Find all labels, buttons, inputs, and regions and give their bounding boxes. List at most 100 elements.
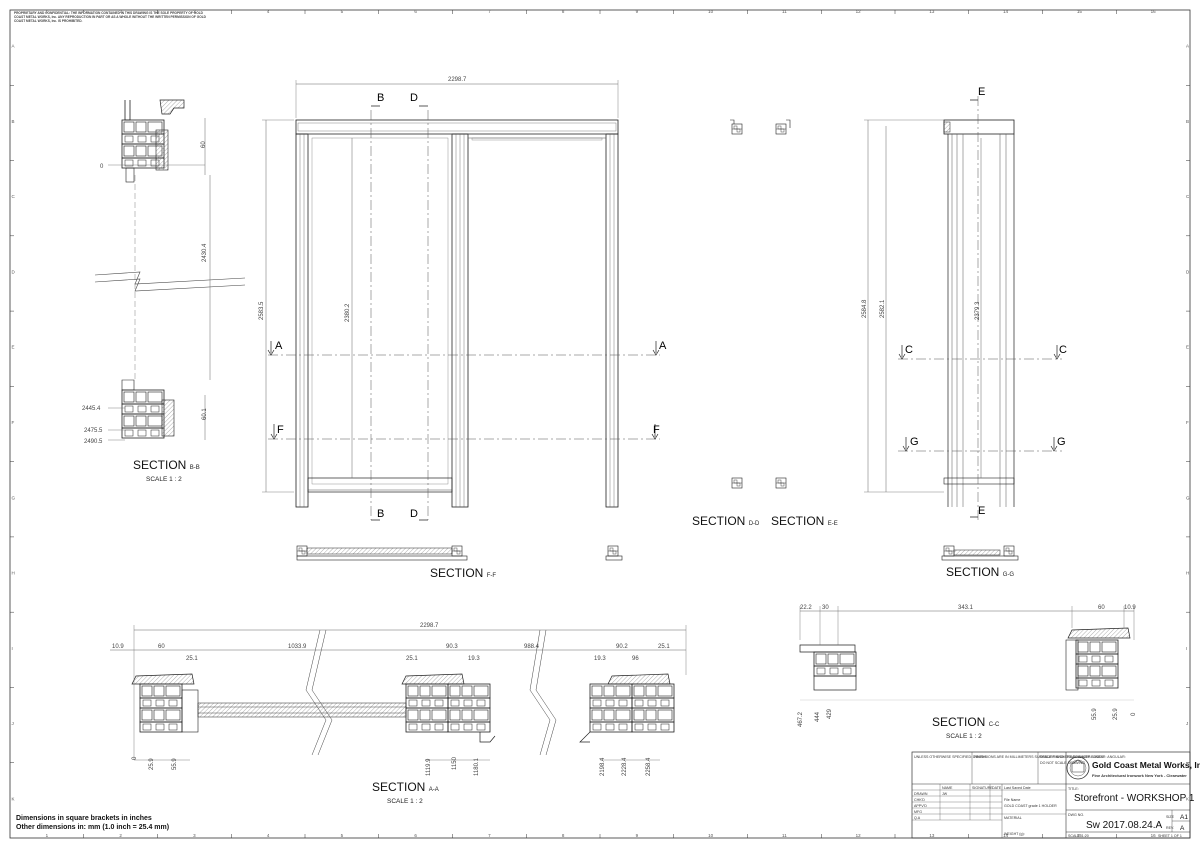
- dim-cc-60: 60: [1098, 605, 1105, 611]
- marker-g-left: G: [910, 436, 919, 448]
- tb-date-label: DATE: [992, 786, 1002, 790]
- tb-drawn-label: DRAWN: [914, 792, 928, 796]
- grid-row-label: G: [12, 495, 16, 500]
- grid-column-label: 4: [267, 833, 270, 838]
- grid-column-label: 16: [1151, 9, 1157, 14]
- grid-column-label: 2: [119, 9, 122, 14]
- tb-unless: UNLESS OTHERWISE SPECIFIED: DIMENSIONS A…: [914, 755, 1126, 759]
- tb-size-value: A1: [1180, 814, 1188, 821]
- section-ff-drawing: [296, 545, 623, 561]
- grid-column-label: 2: [119, 833, 122, 838]
- tb-material-label: MATERIAL: [1004, 816, 1022, 820]
- marker-g-right: G: [1057, 436, 1066, 448]
- dim-cc-429: 429: [827, 708, 833, 719]
- grid-column-label: 11: [782, 9, 787, 14]
- tb-appvd-label: APPV'D: [914, 804, 927, 808]
- grid-row-label: K: [1186, 796, 1189, 801]
- grid-column-label: 13: [929, 9, 935, 14]
- dim-cc-0: 0: [1131, 712, 1137, 716]
- section-cc-scale: SCALE 1 : 2: [946, 733, 982, 740]
- grid-column-label: 7: [488, 833, 491, 838]
- dim-elev-width: 2298.7: [448, 77, 467, 83]
- dim-aa-109: 10.9: [112, 644, 124, 650]
- dim-aa-b1150: 1150: [452, 756, 458, 770]
- dim-aa-988: 988.4: [524, 644, 540, 650]
- section-bb-drawing: [94, 99, 246, 441]
- drawing-title: Storefront - WORKSHOP 1: [1074, 793, 1195, 804]
- grid-row-label: A: [1186, 44, 1189, 49]
- dim-cc-444: 444: [815, 711, 821, 722]
- section-cc-drawing: [799, 606, 1135, 701]
- dim-side-h2: 2582.1: [880, 299, 886, 318]
- company-name: Gold Coast Metal Works, Inc.: [1092, 760, 1200, 770]
- tb-deburr: DEBURR AND BREAK SHARP EDGES: [1040, 755, 1104, 759]
- grid-column-label: 12: [856, 9, 862, 14]
- dim-aa-b1180: 1180.1: [474, 757, 480, 776]
- section-bb-title: SECTION B-B: [133, 458, 200, 472]
- dim-aa-193b: 19.3: [594, 656, 606, 662]
- grid-row-label: D: [12, 269, 16, 274]
- dim-aa-193: 19.3: [468, 656, 480, 662]
- grid-column-label: 9: [636, 9, 639, 14]
- grid-row-label: I: [1186, 646, 1187, 651]
- section-gg-drawing: [941, 545, 1019, 561]
- front-elevation: [262, 80, 660, 521]
- dim-aa-60: 60: [158, 644, 165, 650]
- dim-elev-inner: 2380.2: [345, 303, 351, 322]
- tb-qa-label: Q.A: [914, 816, 921, 820]
- grid-row-label: D: [1186, 269, 1190, 274]
- tb-scale-label: SCALE: 1:20: [1068, 834, 1089, 838]
- grid-column-label: 5: [341, 833, 344, 838]
- dim-aa-b2258: 2258.4: [646, 757, 652, 776]
- grid-column-label: 5: [341, 9, 344, 14]
- dim-cc-109: 10.9: [1124, 605, 1136, 611]
- section-aa-drawing: [110, 625, 687, 761]
- tb-finish: FINISH:: [974, 755, 987, 759]
- tb-title-label: TITLE:: [1068, 787, 1079, 791]
- grid-row-label: F: [1186, 420, 1189, 425]
- units-note-line2: Other dimensions in: mm (1.0 inch = 25.4…: [16, 823, 170, 831]
- dim-elev-height: 2583.5: [259, 301, 265, 320]
- tb-drawn-by: JW: [942, 792, 948, 796]
- section-cc-title: SECTION C-C: [932, 715, 1000, 729]
- dim-aa-1033: 1033.9: [288, 644, 307, 650]
- dim-aa-b1119: 1119.9: [426, 758, 432, 776]
- grid-column-label: 12: [856, 833, 862, 838]
- dim-aa-902: 90.2: [616, 644, 628, 650]
- grid-column-label: 1: [46, 833, 49, 838]
- dim-bb-zero: 0: [100, 164, 104, 170]
- dim-aa-251c: 25.1: [658, 644, 670, 650]
- grid-column-label: 15: [1077, 9, 1083, 14]
- section-bb-scale: SCALE 1 : 2: [146, 476, 182, 483]
- grid-column-label: 14: [1003, 833, 1009, 838]
- grid-row-label: K: [12, 796, 15, 801]
- grid-row-label: J: [12, 721, 14, 726]
- marker-d-bottom: D: [410, 508, 418, 520]
- dim-cc-343: 343.1: [958, 605, 974, 611]
- grid-column-label: 7: [488, 9, 491, 14]
- marker-e-top: E: [978, 86, 985, 98]
- units-note: Dimensions in square brackets in inches …: [16, 815, 169, 832]
- section-dd-ee-drawing: [730, 119, 791, 489]
- grid-row-label: B: [12, 119, 15, 124]
- grid-row-label: H: [12, 571, 15, 576]
- grid-column-label: 14: [1003, 9, 1009, 14]
- grid-column-label: 8: [562, 9, 565, 14]
- grid-column-label: 16: [1151, 833, 1157, 838]
- section-ee-title: SECTION E-E: [771, 514, 838, 528]
- marker-b-top: B: [377, 92, 384, 104]
- dim-bb-2475: 2475.5: [84, 428, 103, 434]
- dim-aa-96: 96: [632, 656, 639, 662]
- dim-cc-30: 30: [822, 605, 829, 611]
- tb-size-label: SIZE: [1166, 815, 1175, 819]
- grid-column-label: 11: [782, 833, 787, 838]
- tb-signature-label: SIGNATURE: [972, 786, 993, 790]
- tb-file-label: File Name: [1004, 798, 1020, 802]
- dim-cc-259: 25.9: [1113, 708, 1119, 720]
- grid-column-label: 9: [636, 833, 639, 838]
- dim-aa-b2198: 2198.4: [600, 757, 606, 776]
- section-aa-title: SECTION A-A: [372, 780, 439, 794]
- marker-c-right: C: [1059, 344, 1067, 356]
- tb-rev-label: REV.: [1166, 826, 1174, 830]
